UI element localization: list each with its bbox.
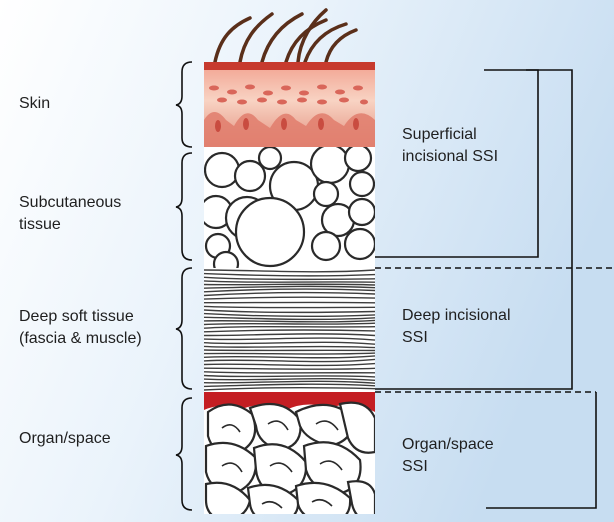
muscle-fibre-line xyxy=(204,284,375,285)
muscle-fibre-line xyxy=(204,346,375,347)
layer-label-deep-soft-tissue: Deep soft tissue (fascia & muscle) xyxy=(19,306,142,350)
skin-layer xyxy=(204,62,375,148)
muscle-fibre-line xyxy=(204,376,375,377)
muscle-fibre-line xyxy=(204,353,375,354)
organ-space-layer xyxy=(204,392,375,522)
subcutaneous-fat-layer xyxy=(200,145,375,276)
layer-label-organ-space: Organ/space xyxy=(19,428,111,450)
muscle-fibre-line xyxy=(204,323,375,324)
classification-deep-incisional: Deep incisional SSI xyxy=(402,305,511,349)
muscle-fibre-line xyxy=(204,350,375,351)
classification-organ-space: Organ/space SSI xyxy=(402,434,494,478)
classification-superficial-incisional: Superficial incisional SSI xyxy=(402,124,498,168)
layer-label-subcutaneous: Subcutaneous tissue xyxy=(19,192,121,236)
layer-label-skin: Skin xyxy=(19,93,50,115)
deep-soft-tissue-layer xyxy=(204,268,375,392)
